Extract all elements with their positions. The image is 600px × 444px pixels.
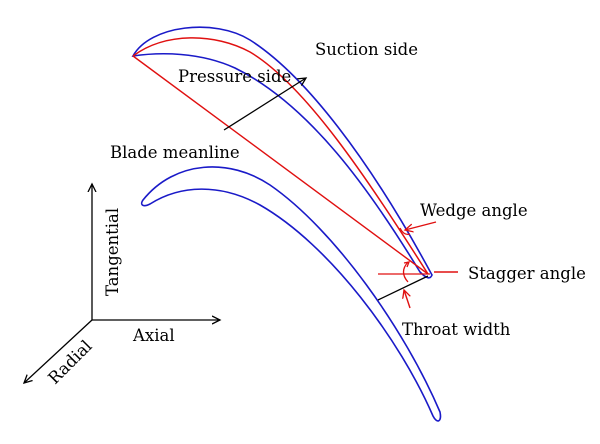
throat-width-label: Throat width (402, 320, 511, 339)
stagger-angle-arrow-head (403, 261, 411, 268)
lower-blade-outline (140, 166, 442, 422)
suction-side-label: Suction side (315, 40, 418, 59)
wedge-angle-arc (399, 227, 411, 236)
stagger-angle-arc (402, 261, 409, 283)
stagger-chord-line (132, 55, 429, 275)
wedge-angle-pointer (405, 221, 437, 230)
throat-width-line (377, 275, 429, 301)
tangential-label: Tangential (103, 208, 122, 296)
pressure-side-label: Pressure side (178, 67, 291, 86)
blade-meanline-curve (132, 37, 429, 275)
radial-axis (24, 319, 93, 383)
radial-label: Radial (44, 336, 95, 387)
throat-width-pointer (404, 290, 410, 309)
stagger-angle-label: Stagger angle (468, 264, 586, 283)
blade-meanline-label: Blade meanline (110, 143, 240, 162)
pressure-side-arrow (223, 78, 306, 131)
wedge-angle-label: Wedge angle (420, 201, 528, 220)
upper-blade-outline (131, 26, 433, 279)
axial-label: Axial (132, 326, 175, 345)
